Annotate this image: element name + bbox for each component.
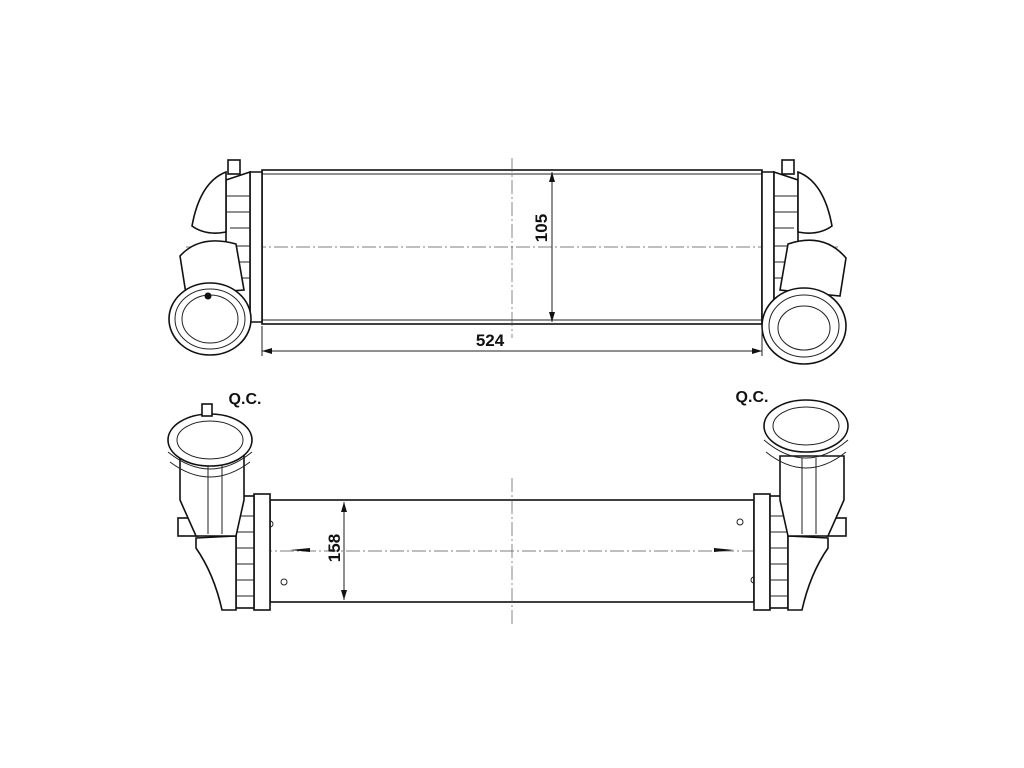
top-view: 105 524 — [168, 158, 847, 365]
top-right-outlet — [761, 239, 847, 365]
flow-arrow-right — [714, 548, 734, 552]
top-right-tank — [761, 159, 833, 323]
length-dimension-label: 524 — [476, 331, 505, 350]
top-left-port-dot — [204, 292, 212, 300]
depth-dimension-label: 158 — [325, 534, 344, 562]
bottom-right-outlet — [763, 399, 849, 537]
flow-arrow-left — [290, 548, 310, 552]
height-dimension-label: 105 — [532, 214, 551, 242]
qc-label-left: Q.C. — [229, 391, 262, 408]
height-dimension: 105 — [532, 172, 555, 322]
bottom-left-outlet — [167, 403, 253, 537]
top-left-outlet — [168, 240, 252, 356]
length-dimension: 524 — [261, 326, 763, 356]
qc-label-right: Q.C. — [736, 389, 769, 406]
bottom-view: 158 Q.C. Q.C. — [167, 389, 849, 626]
depth-dimension: 158 — [325, 502, 347, 600]
bottom-right-tank — [753, 493, 847, 611]
